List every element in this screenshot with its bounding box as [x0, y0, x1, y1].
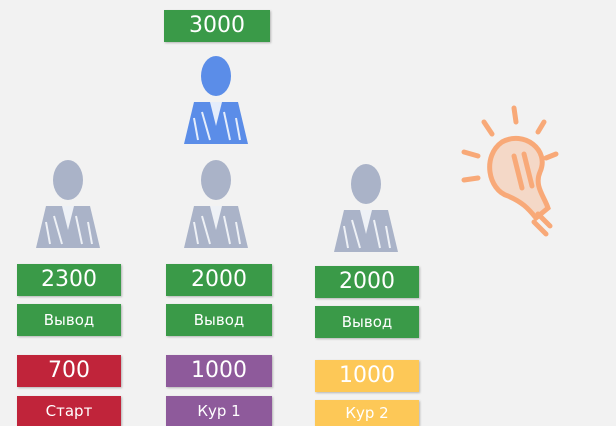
output-label: Вывод [341, 312, 393, 331]
output-amount-box: 2000 [166, 264, 272, 296]
output-amount: 2000 [339, 269, 395, 294]
input-label-box: Кур 2 [315, 400, 419, 426]
output-amount: 2300 [41, 267, 97, 292]
businessman-icon [180, 158, 252, 248]
businessman-icon [180, 54, 252, 144]
output-label-box: Вывод [315, 306, 419, 338]
output-label-box: Вывод [17, 304, 121, 336]
output-label-box: Вывод [166, 304, 272, 336]
input-amount: 1000 [191, 358, 247, 383]
input-label: Кур 1 [197, 401, 241, 420]
businessman-icon [330, 162, 402, 252]
output-label: Вывод [43, 310, 95, 329]
input-label-box: Кур 1 [166, 396, 272, 426]
output-label: Вывод [193, 310, 245, 329]
output-amount-box: 2300 [17, 264, 121, 296]
input-label: Кур 2 [345, 403, 389, 422]
input-amount-box: 1000 [315, 360, 419, 392]
input-label-box: Старт [17, 396, 121, 426]
input-label: Старт [45, 401, 93, 420]
top-amount-box: 3000 [164, 10, 270, 42]
output-amount: 2000 [191, 267, 247, 292]
businessman-icon [32, 158, 104, 248]
output-amount-box: 2000 [315, 266, 419, 298]
lightbulb-icon [452, 100, 582, 240]
input-amount: 1000 [339, 363, 395, 388]
top-amount: 3000 [189, 13, 245, 38]
input-amount-box: 700 [17, 355, 121, 387]
input-amount: 700 [48, 358, 90, 383]
input-amount-box: 1000 [166, 355, 272, 387]
